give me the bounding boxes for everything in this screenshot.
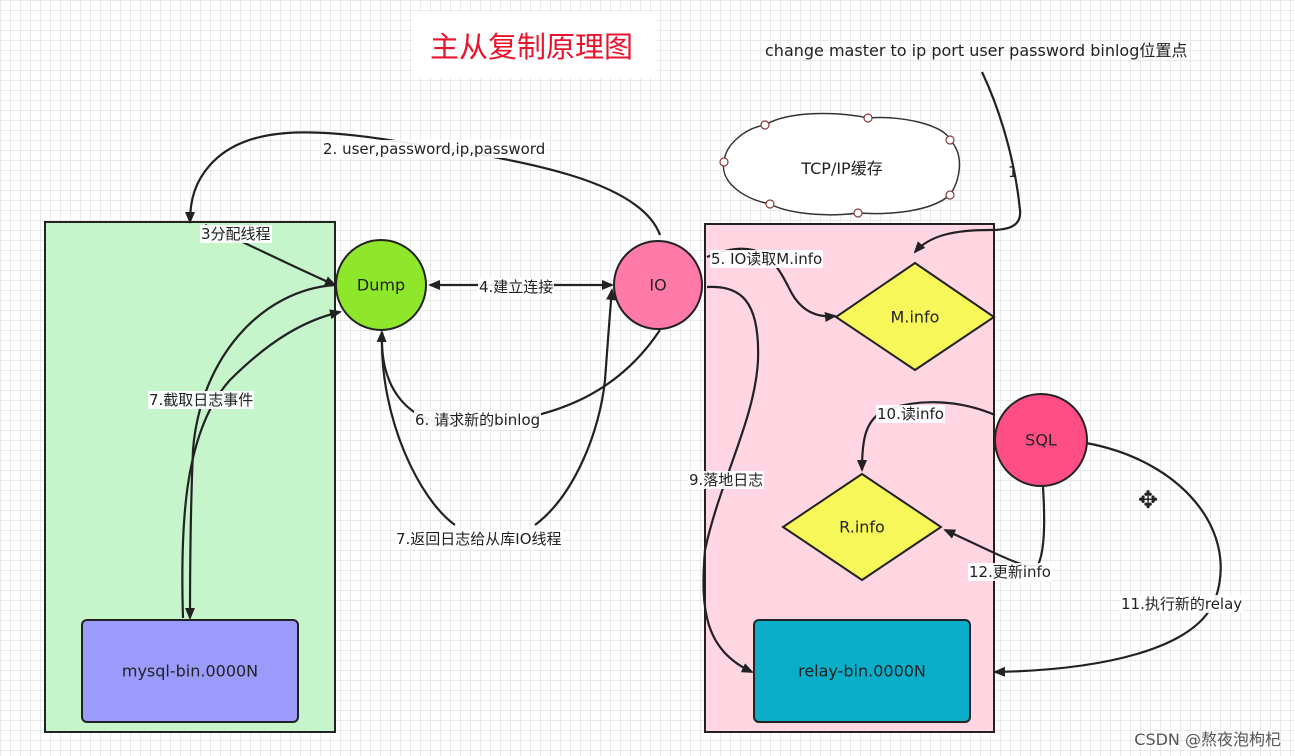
edge-label-step11: 11.执行新的relay [1120, 595, 1244, 613]
title-background [412, 12, 657, 78]
relay-bin-node [753, 619, 971, 723]
sql-label: SQL [1025, 430, 1057, 450]
edge-step5 [706, 247, 837, 322]
diagram-title: 主从复制原理图 [430, 30, 634, 64]
dump-label: Dump [356, 275, 406, 295]
edge-step7-cut-b [181, 309, 342, 619]
watermark: CSDN @熬夜泡枸杞 [1134, 730, 1281, 749]
sql-node [994, 393, 1088, 487]
cloud-label: TCP/IP缓存 [801, 159, 883, 178]
change-master-note: change master to ip port user password b… [765, 41, 1188, 60]
edge-label-step12: 12.更新info [968, 563, 1052, 581]
edge-label-step2: 2. user,password,ip,password [322, 140, 547, 158]
edge-step7-cut-a [185, 283, 336, 620]
edge-label-step10: 10.读info [876, 405, 945, 423]
edge-step7-return [380, 290, 612, 526]
io-node [613, 240, 703, 330]
m-info-label: M.info [890, 307, 940, 327]
edge-label-step5: 5. IO读取M.info [710, 250, 824, 268]
r-info-label: R.info [839, 517, 885, 537]
mysql-bin-label: mysql-bin.0000N [121, 661, 259, 681]
edge-step1 [913, 71, 1022, 254]
r-info-node [781, 472, 943, 582]
edge-label-step9: 9.落地日志 [688, 471, 765, 489]
relay-bin-label: relay-bin.0000N [798, 661, 926, 681]
edge-label-step7-return: 7.返回日志给从库IO线程 [395, 530, 563, 548]
edge-label-step6: 6. 请求新的binlog [414, 411, 542, 429]
edge-step9 [702, 285, 760, 673]
mysql-bin-node [81, 619, 299, 723]
io-label: IO [649, 275, 667, 295]
edge-label-step3: 3分配线程 [200, 225, 272, 243]
cloud-handles [719, 113, 955, 218]
edge-label-step1: 1 [1008, 163, 1018, 181]
dump-node [335, 239, 427, 331]
m-info-node [834, 261, 996, 372]
edge-label-step7-cut: 7.截取日志事件 [148, 391, 255, 409]
edge-label-step4: 4.建立连接 [478, 278, 555, 296]
move-cursor-icon: ✥ [1138, 486, 1159, 514]
edge-step2 [185, 131, 662, 236]
